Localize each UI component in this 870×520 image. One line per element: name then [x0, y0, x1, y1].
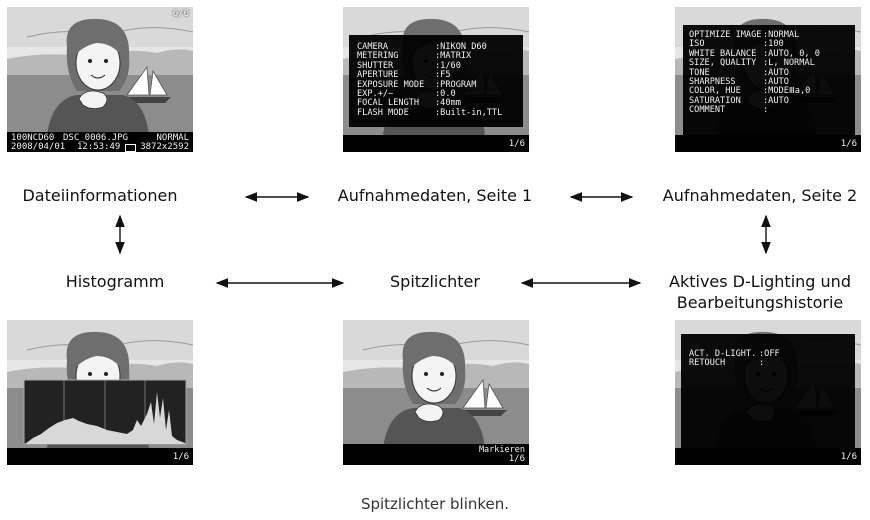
- caption-histogramm: Histogramm: [65, 272, 165, 291]
- frame-counter: 1/6: [840, 139, 857, 149]
- frame-counter: 1/6: [508, 139, 525, 149]
- info-value: :MATRIX: [435, 51, 472, 62]
- frame-bar: [343, 444, 529, 465]
- caption-aufnahme-2: Aufnahmedaten, Seite 2: [662, 186, 858, 205]
- frame-bar: [675, 135, 861, 152]
- date-value: 2008/04/01: [11, 142, 66, 152]
- screen-active-d-lighting: 1/6 ACT. D-LIGHT.:OFF RETOUCH:: [675, 320, 861, 465]
- data-panel: [683, 25, 855, 135]
- highlights-label: Markieren: [478, 445, 525, 455]
- info-value: :L, NORMAL: [763, 58, 815, 69]
- image-size: 3872x2592: [140, 142, 189, 152]
- info-value: :OFF: [759, 349, 780, 359]
- frame-bar: [343, 135, 529, 152]
- caption-spitzlichter-blinken: Spitzlichter blinken.: [360, 495, 510, 513]
- info-value: :PROGRAM: [435, 79, 477, 90]
- info-key: COMMENT: [689, 105, 726, 116]
- info-value: :Built-in,TTL: [435, 107, 503, 118]
- frame-counter: 1/6: [508, 454, 525, 464]
- info-key: FOCAL LENGTH: [357, 98, 420, 109]
- data-panel: [681, 334, 855, 448]
- info-value: :40mm: [435, 98, 461, 109]
- info-key: SHARPNESS: [689, 77, 736, 87]
- info-key: SHUTTER: [357, 60, 394, 71]
- caption-aufnahme-1: Aufnahmedaten, Seite 1: [337, 186, 533, 205]
- caption-spitzlichter: Spitzlichter: [390, 272, 480, 291]
- info-key: METERING: [357, 51, 399, 62]
- info-value: :AUTO, 0, 0: [763, 48, 820, 59]
- info-value: :MODEⅢa,0: [763, 86, 811, 97]
- info-value: :100: [763, 39, 784, 50]
- data-panel: [349, 35, 523, 127]
- info-value: :AUTO: [763, 95, 789, 106]
- info-value: :: [763, 105, 769, 116]
- info-key: ISO: [689, 39, 705, 50]
- screen-histogram: 1/6: [7, 320, 193, 465]
- frame-bar: [7, 448, 193, 465]
- histogram-graph: [23, 379, 187, 445]
- info-key: SIZE, QUALITY: [689, 58, 757, 69]
- folder-name: 100NCD60: [11, 133, 55, 143]
- file-name: DSC_0006.JPG: [63, 133, 129, 143]
- info-value: :0.0: [435, 89, 456, 99]
- info-key: OPTIMIZE IMAGE: [689, 30, 762, 40]
- info-key: FLASH MODE: [357, 107, 409, 118]
- caption-dateiinfo: Dateiinformationen: [22, 186, 178, 205]
- photo-thumbnail: [7, 7, 193, 152]
- caption-adl-line1: Aktives D-Lighting und: [669, 272, 851, 291]
- info-key: SATURATION: [689, 95, 741, 106]
- image-size-icon: [125, 144, 136, 152]
- image-quality: NORMAL: [156, 133, 189, 143]
- info-key: TONE: [689, 67, 710, 78]
- info-value: :1/60: [435, 60, 461, 71]
- info-key: APERTURE: [357, 70, 399, 81]
- info-key: ACT. D-LIGHT.: [689, 349, 757, 359]
- screen-highlights: Markieren 1/6: [343, 320, 529, 465]
- info-value: :AUTO: [763, 67, 789, 78]
- info-key: EXPOSURE MODE: [357, 79, 425, 90]
- info-value: :NIKON D60: [435, 42, 487, 52]
- caption-adl-line2: Bearbeitungshistorie: [676, 293, 844, 312]
- info-bar: [7, 132, 193, 152]
- screen-file-info: 6/6 100NCD60 DSC_0006.JPG NORMAL 2008/04…: [7, 7, 193, 152]
- time-value: 12:53:49: [77, 142, 121, 152]
- info-key: RETOUCH: [689, 358, 726, 369]
- frame-counter: 1/6: [840, 452, 857, 462]
- frame-counter: 1/6: [172, 452, 189, 462]
- info-key: WHITE BALANCE: [689, 48, 757, 59]
- info-key: CAMERA: [357, 42, 389, 52]
- info-key: COLOR, HUE: [689, 86, 741, 97]
- frame-bar: [675, 448, 861, 465]
- info-key: EXP.+/−: [357, 89, 394, 99]
- frame-counter: 6/6: [172, 9, 189, 19]
- info-value: :F5: [435, 70, 451, 81]
- info-value: :: [759, 358, 765, 369]
- info-value: :AUTO: [763, 77, 789, 87]
- info-value: :NORMAL: [763, 30, 800, 40]
